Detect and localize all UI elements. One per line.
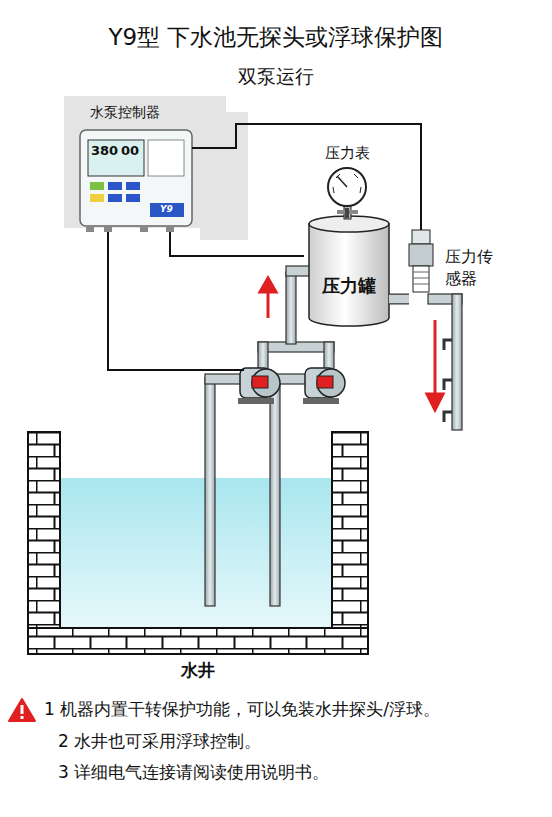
node-label: 压力表 [322, 144, 372, 163]
title: Y9型 下水池无探头或浮球保护图 [0, 22, 552, 53]
pump [238, 368, 280, 404]
pressure-gauge: 压力表 [322, 144, 372, 208]
note: 3 详细电气连接请阅读使用说明书。 [58, 761, 329, 784]
pressure-tank: 压力罐 [309, 218, 389, 326]
note: 2 水井也可采用浮球控制。 [58, 730, 261, 753]
node-label: 水泵控制器 [90, 104, 160, 122]
display-value: 380 [91, 143, 118, 158]
pressure-sensor: 压力传感器 [405, 230, 505, 294]
pump [303, 368, 345, 404]
suction-pipe [205, 374, 312, 606]
pressure-sensor [409, 230, 433, 292]
model-badge: Y9 [160, 204, 173, 214]
subtitle: 双泵运行 [0, 64, 552, 90]
node-label: 压力罐 [309, 274, 389, 298]
node-label: 水井 [28, 659, 368, 682]
display-value: 00 [121, 143, 139, 158]
note: 1 机器内置干转保护功能，可以免装水井探头/浮球。 [44, 698, 440, 721]
flow-arrow [427, 320, 443, 410]
warning-icon [9, 699, 35, 721]
well [28, 432, 368, 654]
flow-arrow [260, 278, 276, 318]
wire [108, 225, 244, 370]
controller-housing [64, 96, 248, 240]
pressure-gauge [328, 168, 366, 219]
well: 水井 [28, 432, 368, 682]
pressure-tank [309, 216, 389, 326]
wire-connector [192, 124, 421, 230]
gauge-stem [347, 208, 348, 218]
node-label: 压力传感器 [445, 246, 497, 289]
pipe-connector [389, 299, 409, 300]
supply-pipe [428, 294, 462, 430]
